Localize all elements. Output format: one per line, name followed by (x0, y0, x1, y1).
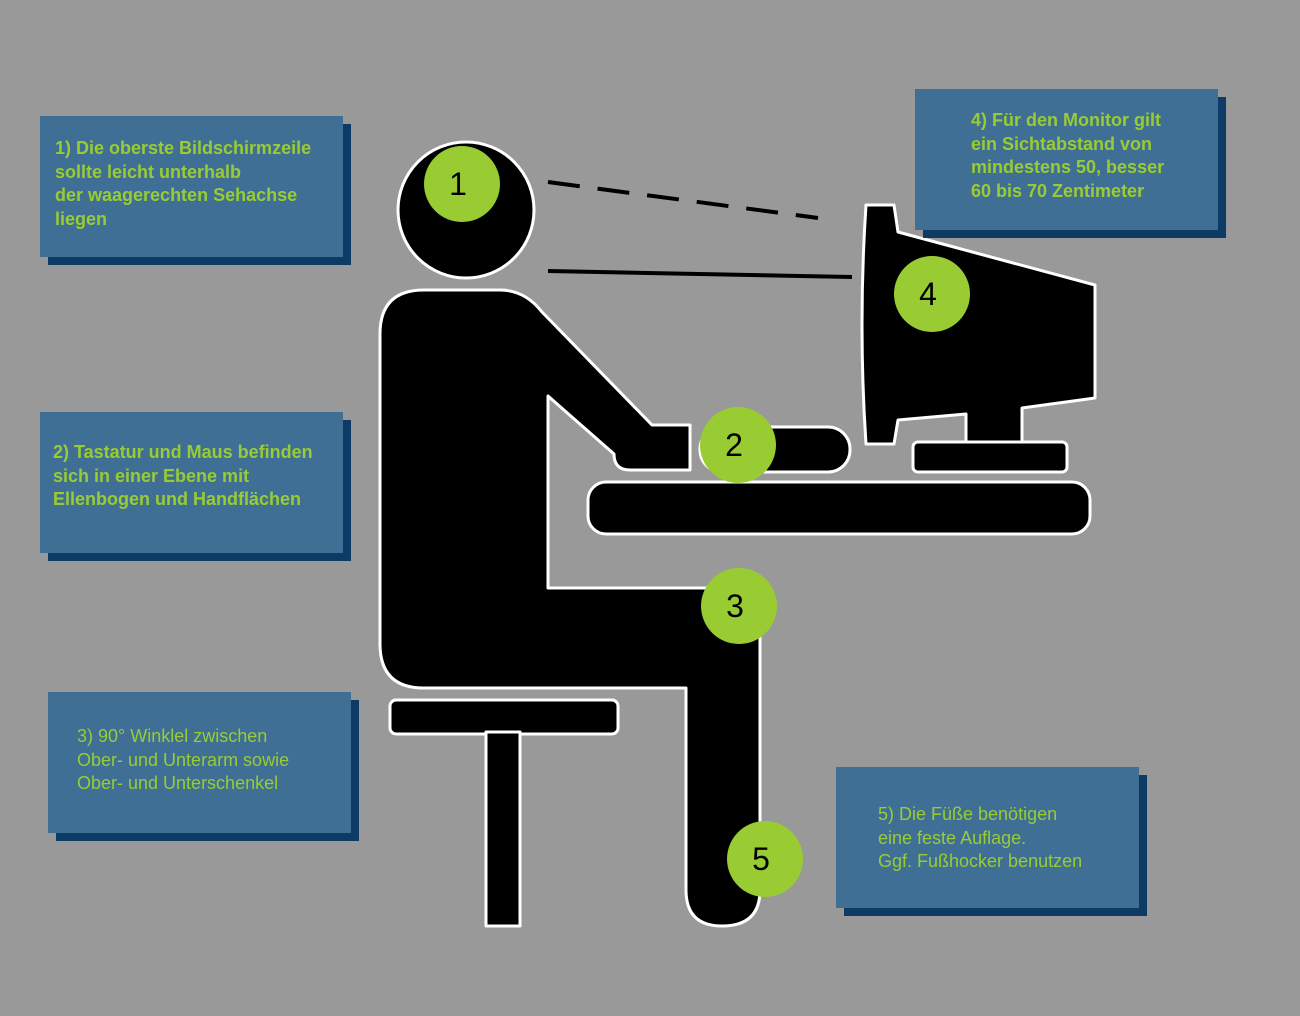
stool-seat (388, 698, 620, 736)
note-panel (40, 116, 343, 257)
note-feet-support: 5) Die Füße benötigen eine feste Auflage… (836, 767, 1147, 916)
monitor-screen (860, 203, 1097, 446)
note-panel (915, 89, 1218, 230)
marker-1-number: 1 (449, 166, 467, 202)
note-monitor-distance: 4) Für den Monitor gilt ein Sichtabstand… (915, 89, 1226, 238)
note-top-screen-line: 1) Die oberste Bildschirmzeile sollte le… (40, 116, 351, 265)
note-text: 1) Die oberste Bildschirmzeile sollte le… (55, 138, 312, 229)
note-keyboard-mouse: 2) Tastatur und Maus befinden sich in ei… (40, 412, 351, 561)
stool-leg (484, 730, 522, 928)
note-panel (836, 767, 1139, 908)
marker-3-number: 3 (726, 588, 744, 624)
note-panel (40, 412, 343, 553)
note-panel (48, 692, 351, 833)
note-right-angles: 3) 90° Winklel zwischen Ober- und Untera… (48, 692, 359, 841)
monitor-stand (911, 440, 1069, 474)
note-text: 2) Tastatur und Maus befinden sich in ei… (53, 442, 313, 509)
sight-line-solid (547, 269, 853, 279)
person-body (378, 288, 762, 928)
marker-4-circle (894, 256, 970, 332)
marker-4-number: 4 (919, 276, 937, 312)
note-text: 4) Für den Monitor gilt ein Sichtabstand… (971, 110, 1165, 201)
marker-5-number: 5 (752, 841, 770, 877)
marker-2-number: 2 (725, 427, 743, 463)
sight-line-dashed (547, 180, 819, 220)
marker-3-circle (701, 568, 777, 644)
marker-1-circle (424, 146, 500, 222)
note-text: 3) 90° Winklel zwischen Ober- und Untera… (77, 726, 290, 793)
desk (586, 480, 1092, 536)
marker-2-circle (700, 407, 776, 483)
marker-5-circle (727, 821, 803, 897)
note-text: 5) Die Füße benötigen eine feste Auflage… (878, 804, 1083, 871)
